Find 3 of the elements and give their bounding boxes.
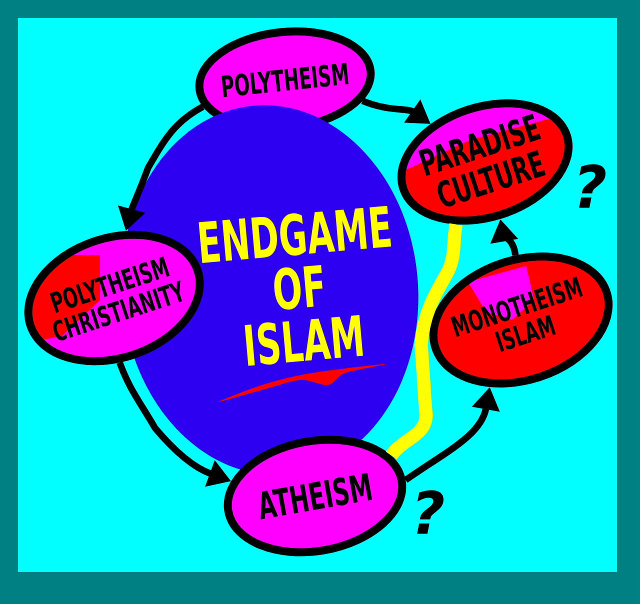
question-mark: ? (417, 490, 444, 534)
question-mark: ? (579, 164, 606, 208)
oval-node: ATHEISM (224, 436, 406, 556)
